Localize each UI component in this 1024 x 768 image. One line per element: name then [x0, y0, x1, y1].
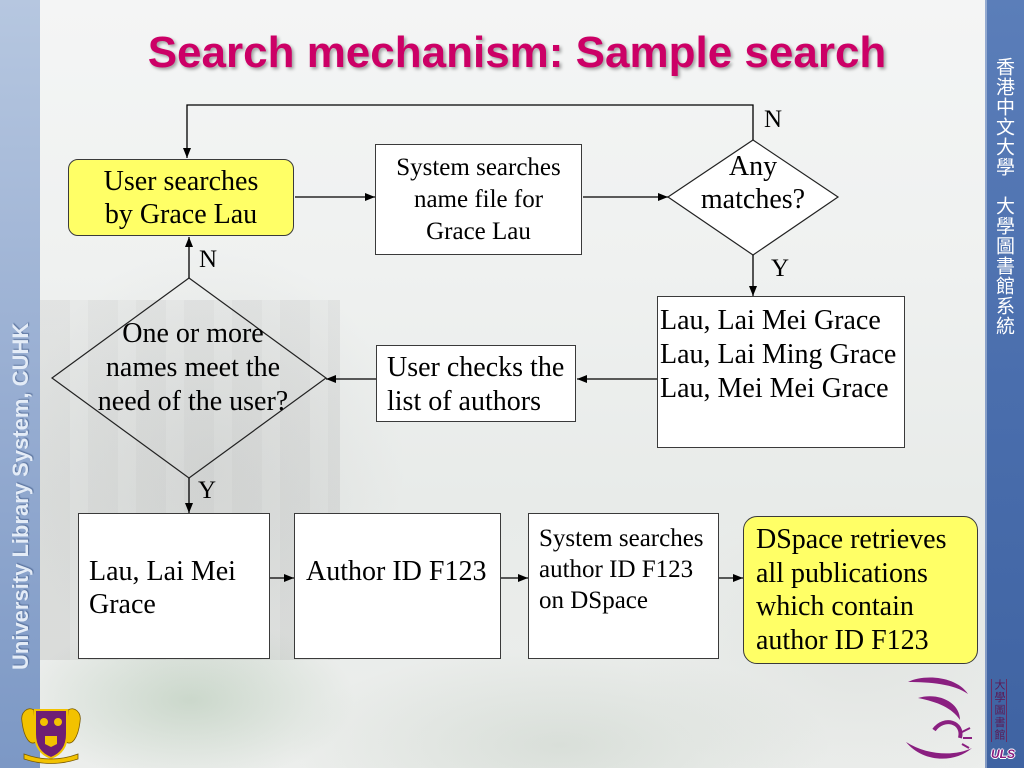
slide-title: Search mechanism: Sample search	[147, 28, 887, 77]
author-id-line-1: Author ID F123	[306, 556, 487, 587]
names-meet-need-line-3: need of the user?	[97, 386, 289, 417]
selected-name-line-1: Lau, Lai Mei	[89, 556, 236, 587]
start-node: User searches by Grace Lau	[68, 159, 294, 236]
any-matches-line-1: Any	[728, 151, 778, 182]
crest-charge-right	[54, 718, 62, 726]
uls-logo-chinese-text: 大學圖書館	[991, 679, 1007, 742]
crest-shield	[34, 709, 68, 760]
uls-logo-abbreviation: ULS	[991, 747, 1015, 761]
right-sidebar-band	[985, 0, 1024, 768]
any-matches-decision-text: Any matches?	[668, 150, 838, 216]
names-meet-need-line-2: names meet the	[105, 352, 281, 383]
crest-motto-ribbon	[23, 753, 79, 764]
right-band-label-2: 大學圖書館系統	[993, 196, 1015, 336]
swirl-top-blade	[908, 677, 968, 694]
left-sidebar-band: University Library System, CUHK	[0, 0, 40, 768]
author-list-item-1: Lau, Lai Mei Grace	[660, 305, 881, 336]
dspace-search-line-2: author ID F123	[539, 556, 694, 583]
start-node-line-2: by Grace Lau	[104, 198, 258, 230]
names-meet-need-yes-label: Y	[198, 477, 217, 504]
arrow-no-match-loop	[183, 104, 754, 158]
names-meet-need-line-1: One or more	[122, 318, 264, 349]
selected-name-line-2: Grace	[89, 589, 156, 620]
author-list-item-2: Lau, Lai Ming Grace	[660, 339, 897, 370]
names-meet-need-decision-text: One or more names meet the need of the u…	[56, 317, 330, 419]
crest-left-supporter	[21, 708, 37, 744]
crest-charge-left	[40, 718, 48, 726]
names-meet-need-no-label: N	[199, 246, 218, 273]
start-node-line-1: User searches	[103, 165, 259, 197]
dspace-retrieves-node: DSpace retrieves all publications which …	[743, 516, 978, 664]
name-file-search-node: System searches name file for Grace Lau	[375, 144, 582, 255]
dspace-search-node: System searches author ID F123 on DSpace	[528, 513, 719, 659]
user-checks-line-1: User checks the	[387, 352, 565, 383]
swirl-middle-blade	[918, 696, 960, 720]
dspace-retrieves-line-1: DSpace retrieves	[756, 524, 947, 555]
author-list-item-3: Lau, Mei Mei Grace	[660, 373, 889, 404]
dspace-search-line-3: on DSpace	[539, 587, 648, 614]
dspace-retrieves-line-4: author ID F123	[756, 624, 929, 656]
name-file-search-line-3: Grace Lau	[426, 217, 531, 245]
author-id-node: Author ID F123	[294, 513, 501, 659]
swirl-feathers	[961, 727, 972, 749]
name-file-search-line-1: System searches	[396, 153, 561, 181]
name-file-search-line-2: name file for	[413, 185, 544, 213]
swirl-bottom-blade	[906, 742, 972, 759]
selected-name-node: Lau, Lai Mei Grace	[78, 513, 270, 659]
right-band-label-1: 香港中文大學	[993, 57, 1015, 177]
crest-right-supporter	[65, 708, 81, 744]
user-checks-node: User checks the list of authors	[376, 345, 576, 422]
author-list-node: Lau, Lai Mei Grace Lau, Lai Ming Grace L…	[657, 296, 905, 448]
crest-charge-book	[45, 736, 57, 747]
any-matches-no-label: N	[764, 106, 783, 133]
cuhk-crest-icon	[21, 708, 81, 764]
any-matches-line-2: matches?	[700, 184, 806, 215]
dspace-retrieves-line-3: which contain	[756, 591, 914, 622]
dspace-search-line-1: System searches	[539, 525, 704, 552]
user-checks-line-2: list of authors	[387, 386, 541, 417]
dspace-retrieves-line-2: all publications	[756, 557, 928, 589]
swirl-arc	[932, 720, 963, 739]
uls-swirl-icon	[906, 677, 972, 759]
any-matches-yes-label: Y	[771, 255, 790, 282]
